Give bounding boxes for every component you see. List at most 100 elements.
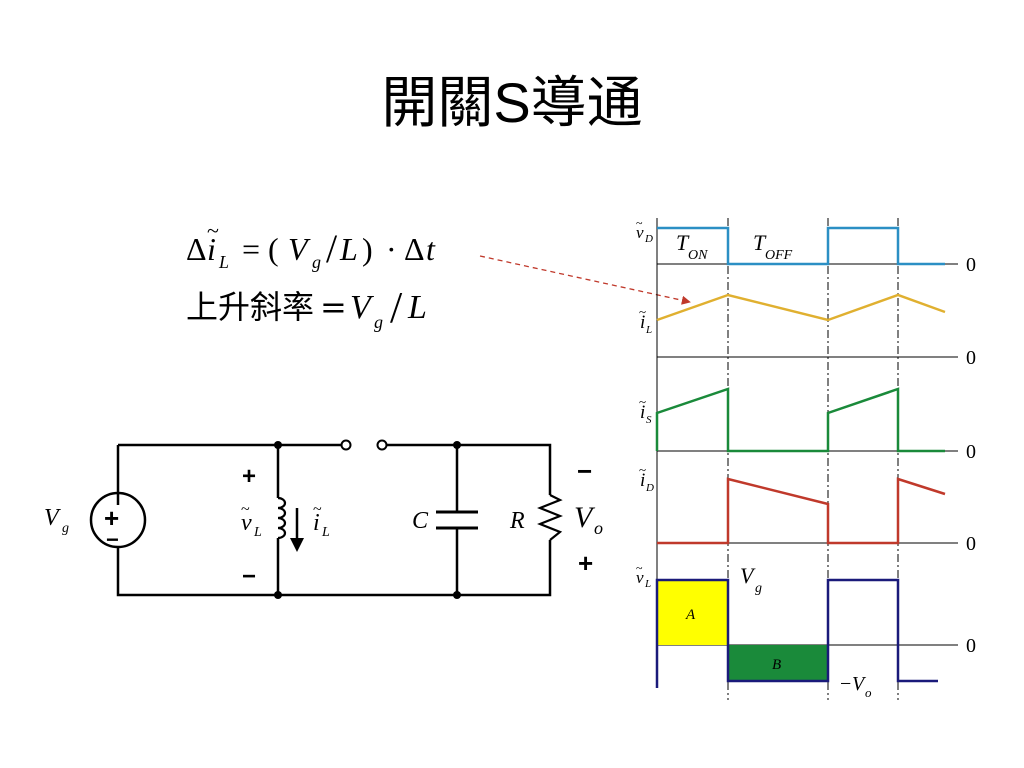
node-top-inductor (274, 441, 282, 449)
vd-tilde: ~ (636, 216, 643, 230)
vl-area-a (658, 580, 728, 645)
inductor-v-label: v (241, 510, 252, 536)
eq1-sub-g: g (312, 252, 321, 272)
eq2-label: 上升斜率 (186, 288, 314, 326)
eq1-t: t (426, 231, 436, 267)
eq2-sub-g: g (374, 312, 383, 332)
source-plus: + (104, 503, 119, 533)
il-tilde: ~ (639, 304, 646, 319)
source-label-sub: g (62, 521, 69, 536)
vl-vo-label: V (852, 673, 867, 695)
vd-zero-label: 0 (966, 254, 976, 276)
inductor-i-tilde: ~ (313, 501, 322, 518)
eq1-L: L (339, 231, 358, 267)
is-zero-label: 0 (966, 441, 976, 463)
vd-waveform (657, 226, 945, 266)
equation-delta-il: Δ i ~ L = ( V g / L ) · Δ t (186, 218, 436, 272)
switch-terminal-right (376, 439, 388, 451)
vo-top-sign: − (577, 456, 592, 486)
id-waveform (657, 477, 946, 545)
eq2-slash: / (390, 283, 403, 332)
id-sub: D (645, 482, 654, 494)
eq1-delta: Δ (186, 231, 207, 267)
eq2-equals: = (320, 288, 347, 326)
eq2-V: V (350, 289, 375, 326)
ton-sub: ON (688, 248, 708, 263)
node-bottom-inductor (274, 591, 282, 599)
il-waveform (656, 293, 946, 322)
vo-bottom-sign: + (578, 548, 593, 578)
capacitor-label: C (412, 508, 429, 534)
inductor-v-plus: + (242, 463, 256, 490)
id-label: i (640, 470, 645, 491)
vo-label-sub: o (594, 518, 603, 538)
resistor-zigzag (537, 494, 563, 541)
toff-sub: OFF (765, 248, 793, 263)
vl-area-b (728, 645, 828, 681)
vl-vg-label: V (740, 563, 756, 588)
vo-label: V (574, 501, 596, 534)
vd-label: v (636, 223, 644, 242)
inductor-v-minus: − (242, 563, 256, 590)
eq1-slash: / (326, 226, 338, 271)
source-label: V (44, 505, 61, 531)
id-tilde: ~ (639, 462, 646, 477)
il-label: i (640, 312, 645, 333)
equation-slope: 上升斜率 = V g / L (186, 283, 427, 332)
inductor-current-arrow-head (290, 538, 304, 552)
vl-label: v (636, 568, 644, 587)
eq1-V: V (288, 231, 311, 267)
is-sub: S (646, 414, 652, 426)
inductor-coil (277, 496, 287, 540)
eq1-equals: = (242, 231, 260, 267)
inductor-i-sub: L (321, 525, 330, 540)
vl-sub: L (644, 578, 651, 590)
circuit-labels: + − V g + − v ~ L i ~ L C R − V o + (44, 456, 603, 590)
is-tilde: ~ (639, 394, 646, 409)
title-latin: S (493, 71, 531, 134)
eq2-L: L (407, 289, 427, 326)
voltage-source-circle (89, 491, 147, 549)
vl-vo-minus: − (840, 673, 851, 695)
eq1-lparen: ( (268, 231, 279, 267)
node-top-capacitor (453, 441, 461, 449)
boost-circuit (89, 439, 563, 597)
title-cjk-2: 導通 (530, 71, 643, 136)
is-label: i (640, 402, 645, 423)
resistor-label: R (509, 508, 525, 534)
il-zero-label: 0 (966, 347, 976, 369)
vd-sub: D (644, 233, 653, 245)
eq1-delta2: Δ (404, 231, 425, 267)
waveform-panel: v ~ D T ON T OFF i ~ L i ~ S i ~ D v ~ L… (636, 216, 976, 700)
source-minus: − (106, 527, 119, 552)
switch-terminal-left (340, 439, 352, 451)
toff-label: T (753, 230, 767, 255)
vl-zero-label: 0 (966, 635, 976, 657)
slide-title: 開關S導通 (0, 58, 1024, 139)
inductor-i-label: i (313, 510, 320, 536)
ton-label: T (676, 230, 690, 255)
wire-top-right (386, 443, 552, 495)
vl-waveform (655, 578, 938, 688)
il-sub: L (645, 324, 652, 336)
eq1-tilde: ~ (207, 218, 219, 243)
vl-vg-sub: g (755, 581, 762, 596)
wire-bottom (116, 540, 552, 597)
circuit-nodes (274, 441, 461, 599)
title-cjk-1: 開關 (381, 71, 494, 136)
is-waveform (655, 387, 945, 453)
eq1-rparen: ) (362, 231, 373, 267)
inductor-v-sub: L (253, 525, 262, 540)
vl-tilde: ~ (636, 561, 643, 575)
vl-area-b-label: B (772, 657, 781, 673)
eq1-i: i (207, 231, 216, 267)
id-zero-label: 0 (966, 533, 976, 555)
slope-pointer-arrow (479, 255, 691, 305)
vl-area-a-label: A (685, 607, 696, 623)
node-bottom-capacitor (453, 591, 461, 599)
vl-vo-sub: o (865, 685, 872, 700)
inductor-v-tilde: ~ (241, 501, 250, 518)
eq1-sub-L: L (218, 252, 229, 272)
